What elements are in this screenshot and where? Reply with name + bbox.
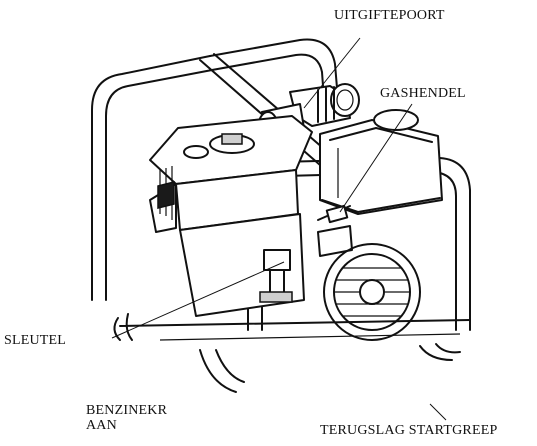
recoil-starter-housing [179, 213, 421, 341]
throttle-lever [317, 204, 351, 224]
recoil-label: TERUGSLAG STARTGREEP [320, 423, 498, 438]
fuel-valve [259, 249, 293, 303]
key-label: SLEUTEL [4, 333, 67, 348]
fuel-valve-label: BENZINEKR AAN [86, 403, 182, 433]
throttle-label: GASHENDEL [380, 86, 466, 101]
leader-recoil [429, 403, 447, 421]
leader-throttle [339, 103, 413, 213]
outlet-label: UITGIFTEPOORT [334, 8, 445, 23]
base-skid [113, 313, 471, 393]
fuel-valve-label-line2: AAN [86, 418, 117, 433]
leader-key [111, 261, 285, 339]
fuel-tank [319, 109, 443, 215]
fuel-valve-label-line1: BENZINEKR [86, 403, 168, 418]
leader-outlet [303, 37, 361, 109]
engine-head [149, 115, 313, 233]
